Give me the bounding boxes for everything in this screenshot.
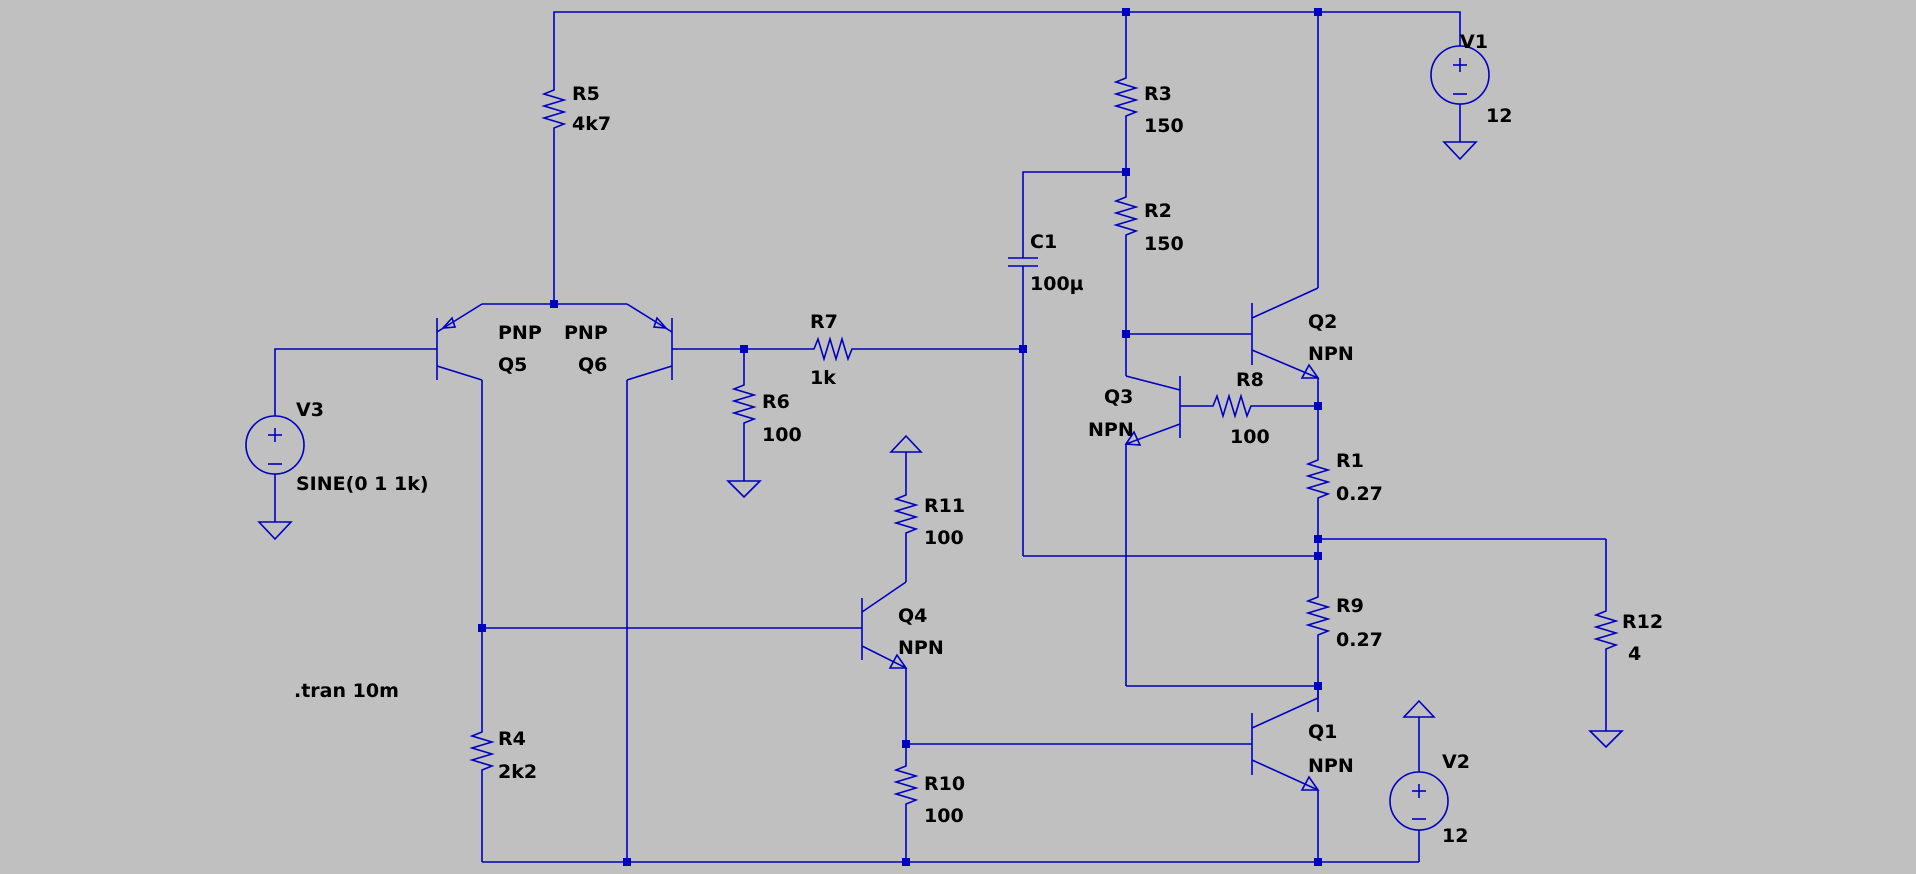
label-q6-name: Q6 [578, 354, 607, 376]
label-v1-value: 12 [1486, 105, 1512, 127]
label-c1-value: 100µ [1030, 273, 1084, 295]
label-r8-name: R8 [1236, 369, 1264, 391]
resistor-r9[interactable] [1305, 593, 1331, 643]
resistor-r7[interactable] [810, 336, 860, 362]
label-r6-name: R6 [762, 391, 790, 413]
resistor-r2[interactable] [1113, 193, 1139, 243]
resistor-r6[interactable] [731, 381, 757, 431]
label-r12-value: 4 [1628, 643, 1641, 665]
capacitor-c1[interactable] [1008, 257, 1038, 267]
ground-symbol-r6 [726, 476, 762, 499]
label-r7-name: R7 [810, 311, 838, 333]
resistor-r4[interactable] [469, 728, 495, 778]
voltage-source-v3[interactable] [245, 415, 305, 475]
label-c1-name: C1 [1030, 231, 1057, 253]
label-r6-value: 100 [762, 424, 802, 446]
label-q4-value: NPN [898, 637, 944, 659]
resistor-r8[interactable] [1209, 393, 1259, 419]
label-r9-name: R9 [1336, 595, 1364, 617]
voltage-source-v2[interactable] [1389, 771, 1449, 831]
label-q5-name: Q5 [498, 354, 527, 376]
label-q1-value: NPN [1308, 755, 1354, 777]
spice-directive[interactable]: .tran 10m [294, 680, 399, 702]
label-q6-value: PNP [564, 322, 608, 344]
label-q5-value: PNP [498, 322, 542, 344]
label-q2-name: Q2 [1308, 311, 1337, 333]
label-r12-name: R12 [1622, 611, 1663, 633]
label-r4-value: 2k2 [498, 761, 537, 783]
label-r2-name: R2 [1144, 200, 1172, 222]
label-r11-value: 100 [924, 527, 964, 549]
label-r3-name: R3 [1144, 83, 1172, 105]
label-r9-value: 0.27 [1336, 629, 1383, 651]
ground-symbol-v1 [1442, 141, 1478, 161]
label-r7-value: 1k [810, 367, 836, 389]
label-v3-value: SINE(0 1 1k) [296, 473, 429, 495]
label-r5-value: 4k7 [572, 113, 611, 135]
label-r3-value: 150 [1144, 115, 1184, 137]
label-r2-value: 150 [1144, 233, 1184, 255]
voltage-source-v1[interactable] [1430, 40, 1490, 110]
label-r4-name: R4 [498, 728, 526, 750]
resistor-r10[interactable] [893, 762, 919, 812]
supply-arrow-r11 [889, 434, 923, 453]
label-r1-value: 0.27 [1336, 483, 1383, 505]
junction-dots [478, 8, 1322, 866]
resistor-r1[interactable] [1305, 456, 1331, 506]
ground-symbol-v3 [257, 521, 293, 541]
resistor-r5[interactable] [541, 86, 567, 136]
transistor-q5[interactable] [436, 303, 554, 381]
transistor-q3[interactable] [1124, 375, 1181, 446]
label-r1-name: R1 [1336, 450, 1364, 472]
label-v2-name: V2 [1442, 751, 1470, 773]
ground-symbol-r12 [1588, 726, 1624, 749]
transistor-q2[interactable] [1251, 287, 1320, 379]
label-r11-name: R11 [924, 495, 965, 517]
label-q3-value: NPN [1088, 419, 1134, 441]
label-q2-value: NPN [1308, 343, 1354, 365]
label-v2-value: 12 [1442, 825, 1468, 847]
transistor-q6[interactable] [554, 303, 678, 381]
resistor-r11[interactable] [893, 491, 919, 541]
resistor-r12[interactable] [1593, 607, 1619, 657]
label-v1-name: V1 [1460, 31, 1488, 53]
label-q4-name: Q4 [898, 605, 927, 627]
transistor-q4[interactable] [861, 581, 908, 669]
supply-arrow-v2 [1402, 699, 1436, 738]
transistor-q1[interactable] [1251, 686, 1320, 791]
label-q1-name: Q1 [1308, 721, 1337, 743]
label-r5-name: R5 [572, 83, 600, 105]
label-r10-name: R10 [924, 773, 965, 795]
component-labels: R5 4k7 R3 150 R2 150 C1 100µ V1 12 Q2 NP… [294, 31, 1663, 847]
label-r10-value: 100 [924, 805, 964, 827]
label-q3-name: Q3 [1104, 386, 1133, 408]
label-r8-value: 100 [1230, 426, 1270, 448]
label-v3-name: V3 [296, 399, 324, 421]
resistor-r3[interactable] [1113, 74, 1139, 124]
